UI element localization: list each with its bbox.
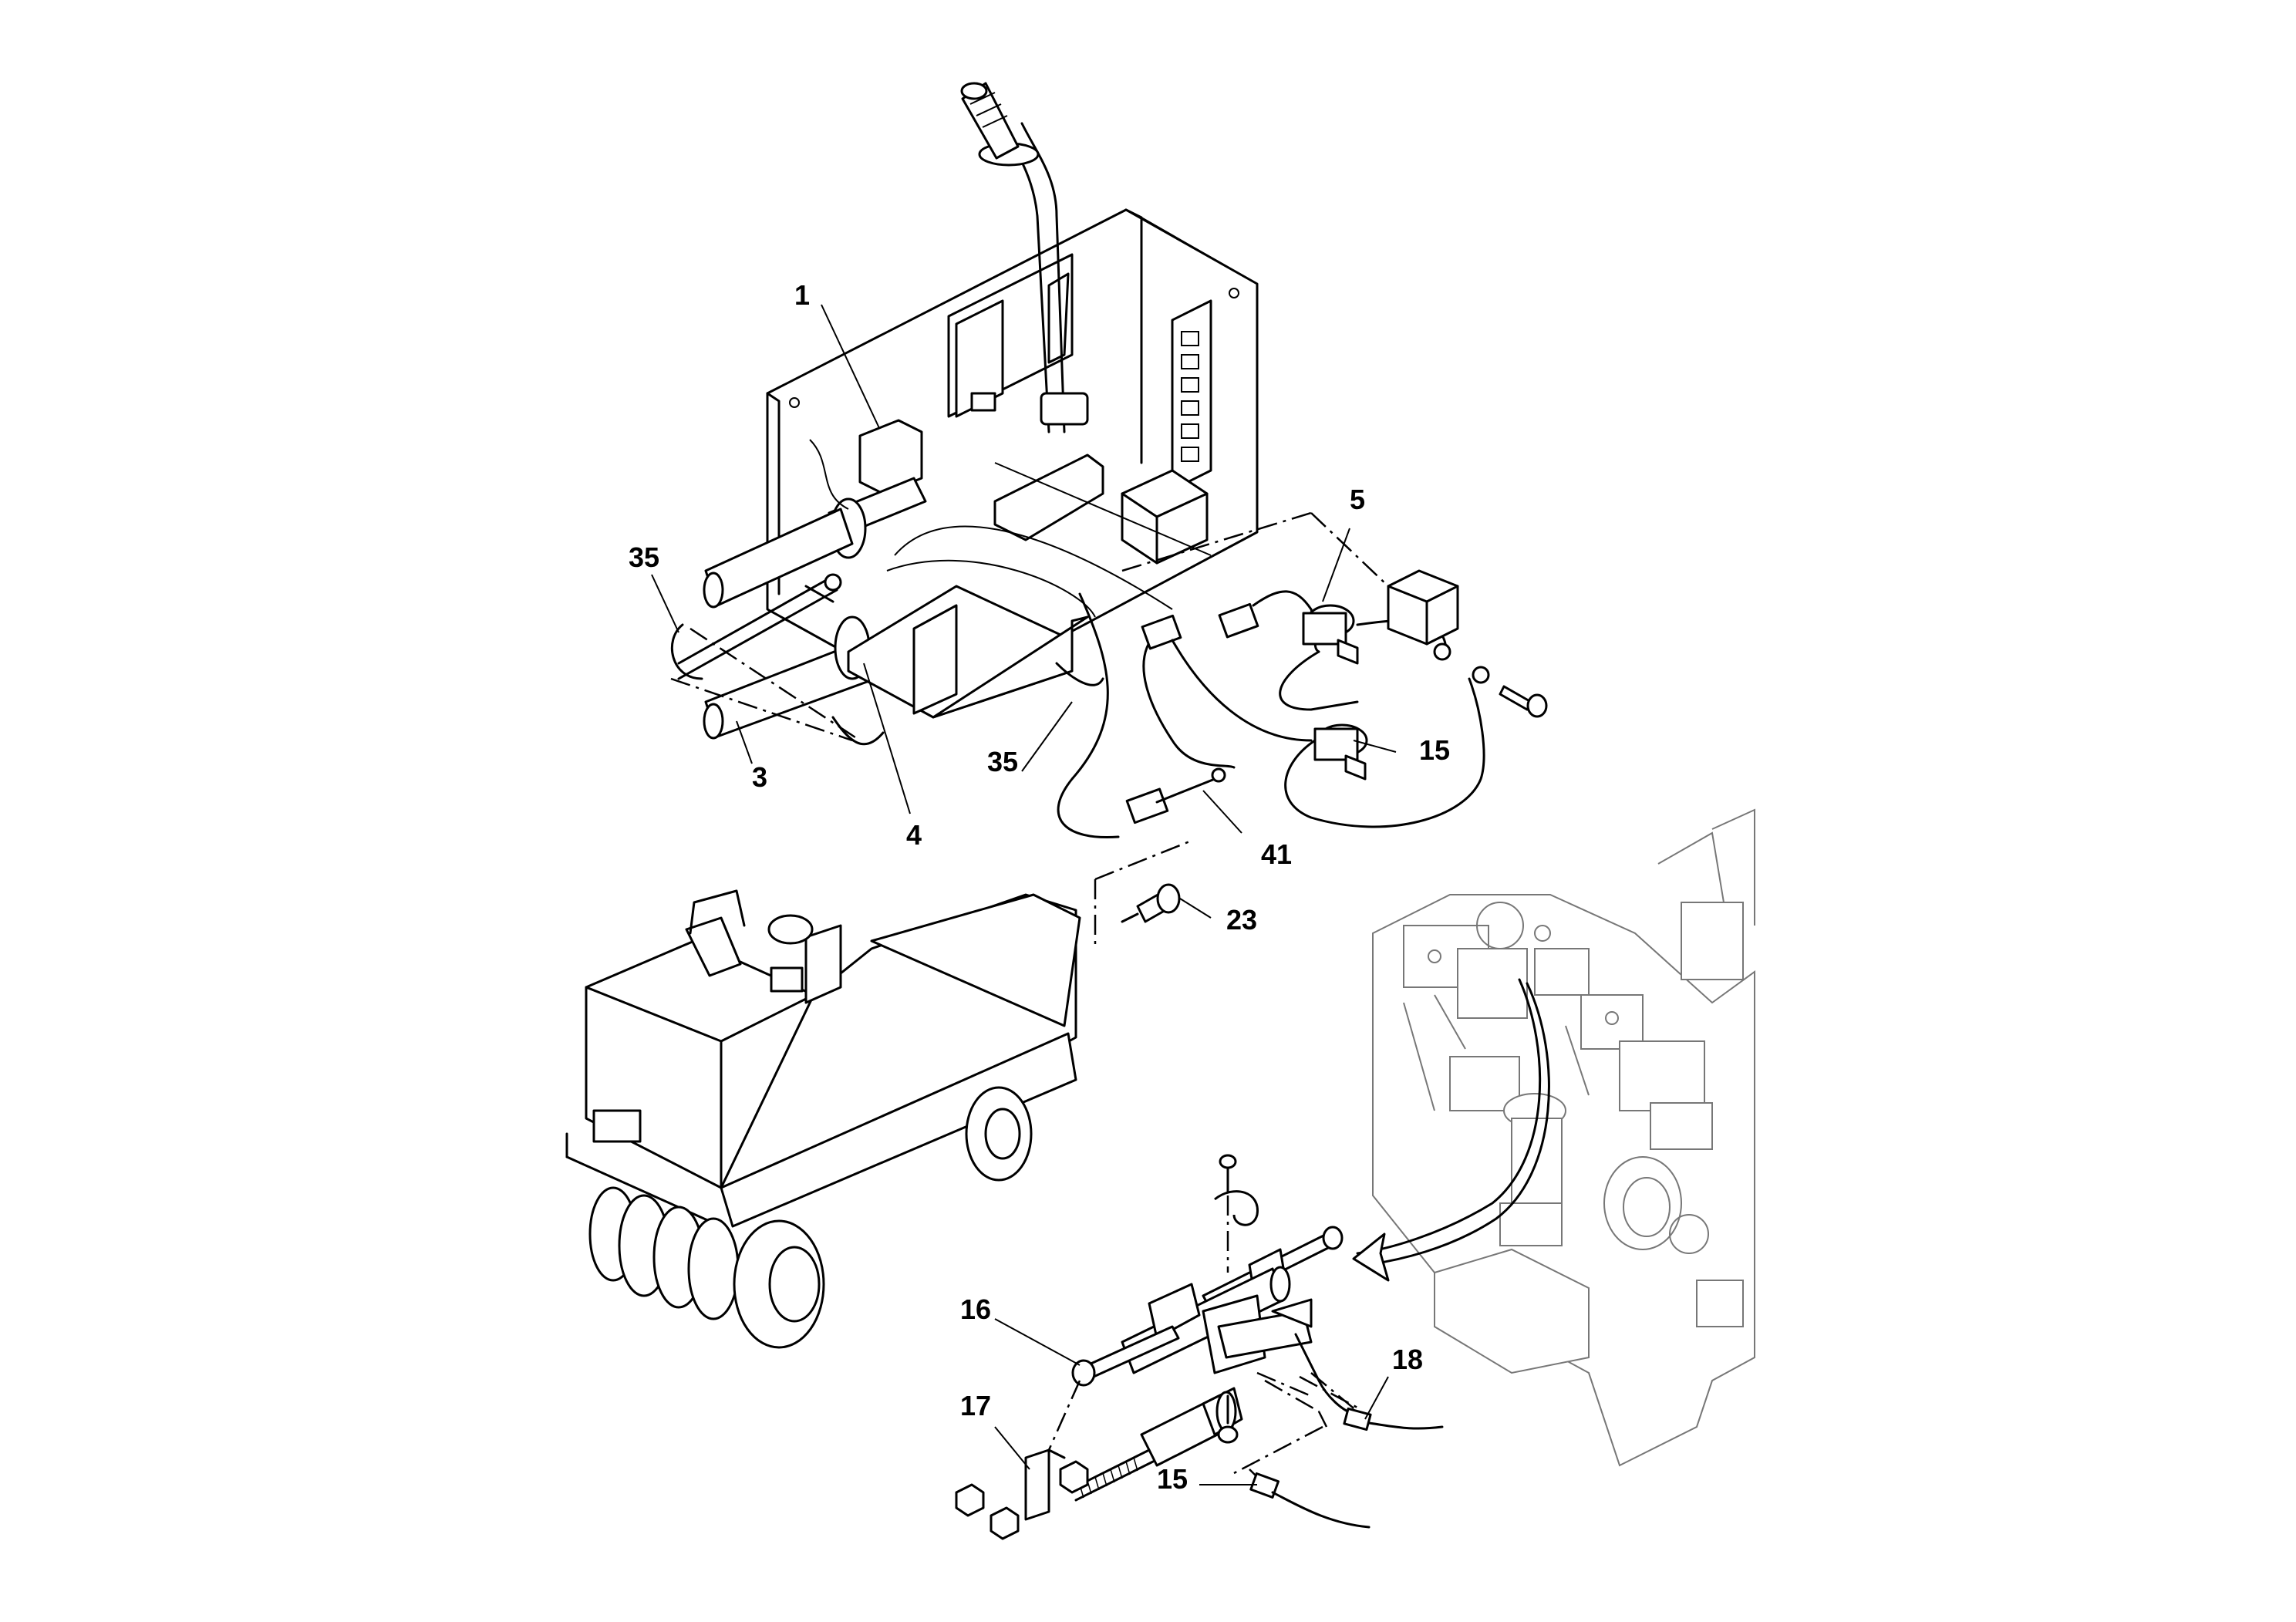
roller-machine [565,889,1081,1349]
hydraulic-pump-background [1372,808,1755,1467]
leader-lines [651,304,1397,1485]
callout-18: 18 [1392,1344,1423,1375]
detail-arrow [1352,978,1550,1282]
callout-17: 17 [960,1390,991,1421]
callout-16: 16 [960,1293,991,1325]
part-23-plug [1121,883,1181,923]
callout-35: 35 [629,541,659,573]
callout-4: 4 [906,819,922,851]
callout-labels: 1 5 35 35 3 4 15 41 23 16 17 18 15 [629,279,1450,1495]
callout-35: 35 [987,746,1018,777]
callout-41: 41 [1261,838,1292,870]
linkage-assembly [955,1154,1444,1540]
callout-5: 5 [1350,484,1365,515]
control-panel-assembly [703,82,1312,740]
wire-harness-41 [1057,512,1548,945]
callout-1: 1 [794,279,810,311]
callout-15: 15 [1157,1463,1188,1495]
callout-15: 15 [1419,734,1450,766]
callout-23: 23 [1226,904,1257,936]
cable-ties-35 [670,573,1104,746]
callout-3: 3 [752,761,767,793]
